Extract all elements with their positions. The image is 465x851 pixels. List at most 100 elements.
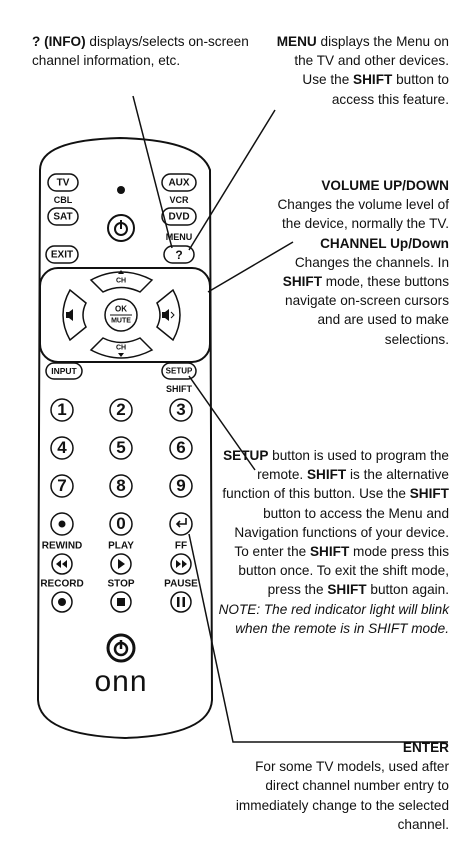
menu-callout-shift: SHIFT <box>353 72 393 88</box>
record-icon <box>58 598 66 606</box>
ch-up-shape <box>89 271 154 293</box>
digit-9-button[interactable]: 9 <box>176 476 186 495</box>
ch-down-arrow-icon <box>118 353 124 357</box>
info-callout: ? (INFO) displays/selects on-screen chan… <box>32 32 252 70</box>
digit-0-button[interactable]: 0 <box>116 514 126 533</box>
aux-button-shape <box>161 173 197 192</box>
volume-down-icon <box>66 309 73 321</box>
info-button[interactable]: ? <box>175 248 183 262</box>
volume-leader-line <box>207 241 294 293</box>
vol-down-shape <box>62 288 87 342</box>
cbl-label: CBL <box>53 195 73 205</box>
aux-button[interactable]: AUX <box>168 177 190 189</box>
channel-callout-text2: mode, these buttons navigate on-screen c… <box>285 274 449 347</box>
digit-5-button[interactable]: 5 <box>116 438 126 457</box>
setup-callout-t5: button again. <box>366 582 449 598</box>
ch-down-button[interactable]: CH <box>115 344 127 352</box>
enter-icon <box>175 518 187 528</box>
pause-icon <box>177 597 180 607</box>
vol-up-shape <box>156 288 181 342</box>
menu-label: MENU <box>165 232 193 242</box>
menu-callout: MENU displays the Menu on the TV and oth… <box>269 32 449 109</box>
ch-down-shape <box>89 337 154 359</box>
rewind-icon <box>56 560 67 568</box>
power-button-ring <box>107 214 135 242</box>
input-button-shape <box>45 362 83 380</box>
fast-forward-icon <box>176 560 187 568</box>
dot-icon <box>58 520 66 528</box>
pause-label: PAUSE <box>164 578 198 590</box>
setup-button-shape <box>161 362 197 380</box>
channel-callout-head: CHANNEL Up/Down <box>320 235 449 251</box>
digit-6-button[interactable]: 6 <box>176 438 186 457</box>
digit-8-button[interactable]: 8 <box>116 476 126 495</box>
ch-up-arrow-icon <box>118 270 124 274</box>
enter-button-shape <box>169 512 193 536</box>
menu-callout-text2: button to access this feature. <box>331 72 449 107</box>
record-label: RECORD <box>40 578 84 590</box>
digit-4-button[interactable]: 4 <box>57 438 67 457</box>
mute-button[interactable]: MUTE <box>111 317 131 325</box>
enter-leader-line <box>188 533 448 743</box>
info-callout-head: ? (INFO) <box>32 34 86 49</box>
shift-label: SHIFT <box>166 384 192 394</box>
info-button-shape <box>163 245 195 264</box>
sat-button[interactable]: SAT <box>53 211 73 223</box>
enter-callout: ENTER For some TV models, used after dir… <box>219 738 449 834</box>
info-callout-text: displays/selects on-screen channel infor… <box>32 34 249 69</box>
setup-callout-shift4: SHIFT <box>327 582 367 598</box>
digit-2-button[interactable]: 2 <box>116 400 126 419</box>
setup-button[interactable]: SETUP <box>165 366 193 376</box>
setup-callout-note: NOTE: The red indicator light will blink… <box>218 601 449 636</box>
ok-button[interactable]: OK <box>115 304 127 314</box>
exit-button-shape <box>45 245 79 264</box>
vcr-label: VCR <box>169 195 189 205</box>
setup-callout-shift3: SHIFT <box>309 544 350 560</box>
sat-button-shape <box>47 207 79 226</box>
volume-callout-text: Changes the volume level of the device, … <box>277 197 449 232</box>
rewind-label: REWIND <box>41 540 83 552</box>
setup-callout: SETUP button is used to program the remo… <box>217 446 449 638</box>
setup-callout-t3: button to access the Menu and Navigation… <box>234 505 449 560</box>
menu-leader-line <box>188 109 276 251</box>
menu-callout-head: MENU <box>276 34 317 49</box>
tv-button-shape <box>47 173 79 192</box>
channel-callout-shift: SHIFT <box>282 274 323 290</box>
ch-up-button[interactable]: CH <box>115 277 127 285</box>
ff-label: FF <box>174 540 188 552</box>
menu-callout-text: displays the Menu on the TV and other de… <box>294 34 449 88</box>
channel-callout-text: Changes the channels. In <box>294 254 449 270</box>
dvd-button-shape <box>161 207 197 226</box>
info-leader-line <box>132 95 173 249</box>
setup-callout-t2: is the alternative function of this butt… <box>222 467 449 502</box>
setup-callout-shift1: SHIFT <box>306 467 347 483</box>
tv-button[interactable]: TV <box>56 177 70 189</box>
setup-callout-t1: button is used to program the remote. <box>257 448 449 483</box>
volume-up-icon <box>162 309 169 321</box>
exit-button[interactable]: EXIT <box>50 249 74 261</box>
enter-callout-head: ENTER <box>402 740 449 755</box>
volume-callout-head: VOLUME UP/DOWN <box>321 178 449 193</box>
brand-power-logo-icon <box>106 633 136 663</box>
indicator-light <box>117 186 125 194</box>
setup-callout-t4: mode press this button once. To exit the… <box>238 544 449 598</box>
stop-icon <box>117 598 125 606</box>
digit-3-button[interactable]: 3 <box>176 400 186 419</box>
nav-pad <box>39 267 211 363</box>
play-icon <box>118 559 125 569</box>
digit-7-button[interactable]: 7 <box>57 476 67 495</box>
dot-button-shape <box>50 512 74 536</box>
setup-callout-shift2: SHIFT <box>409 486 449 502</box>
remote-body <box>36 136 214 740</box>
digit-1-button[interactable]: 1 <box>57 400 67 419</box>
input-button[interactable]: INPUT <box>51 366 77 376</box>
brand-logo: onn <box>94 665 148 698</box>
dvd-button[interactable]: DVD <box>168 211 190 223</box>
stop-label: STOP <box>107 578 135 590</box>
enter-callout-text: For some TV models, used after direct ch… <box>235 759 449 832</box>
ok-mute-button-shape <box>104 298 138 332</box>
setup-leader-line <box>188 375 256 471</box>
play-label: PLAY <box>108 540 134 552</box>
volume-channel-callout: VOLUME UP/DOWN Changes the volume level … <box>269 176 449 349</box>
